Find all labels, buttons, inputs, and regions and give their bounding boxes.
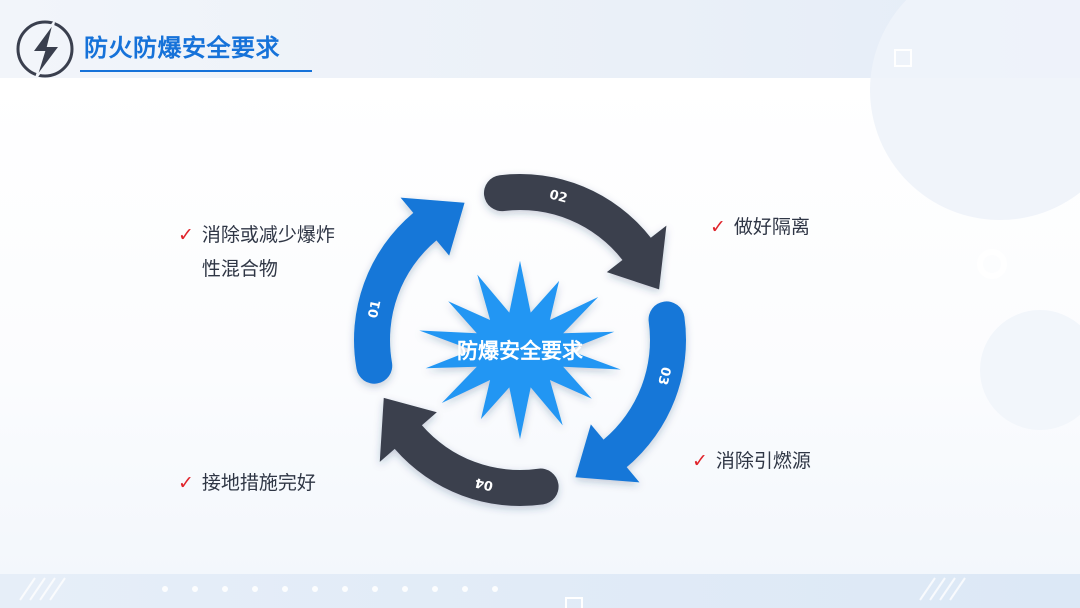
step-number-01: 01 (366, 299, 384, 320)
lightning-bolt-icon (16, 20, 74, 79)
cycle-arrow-02 (483, 174, 667, 290)
step-label-02: 做好隔离 (733, 216, 810, 238)
step-number-03: 03 (654, 365, 673, 386)
cycle-arrow-04 (379, 397, 559, 506)
step-number-04: 04 (474, 474, 495, 493)
title-underline (80, 70, 312, 72)
center-starburst (419, 260, 621, 440)
cycle-arrow-03 (575, 301, 686, 483)
center-label: 防爆安全要求 (457, 339, 583, 363)
step-item-02: ✓ 做好隔离 (710, 210, 810, 244)
page-title: 防火防爆安全要求 (84, 34, 280, 62)
cycle-arrow-01 (354, 197, 465, 384)
step-item-03: ✓ 消除引燃源 (692, 444, 811, 478)
check-mark-icon: ✓ (178, 472, 194, 494)
step-label-04: 接地措施完好 (201, 472, 316, 494)
step-label-01: 消除或减少爆炸 性混合物 (201, 224, 335, 280)
check-mark-icon: ✓ (710, 216, 726, 238)
check-mark-icon: ✓ (692, 450, 708, 472)
step-item-04: ✓ 接地措施完好 (178, 466, 316, 500)
footer-band (0, 574, 1080, 608)
step-item-01: ✓ 消除或减少爆炸 性混合物 (178, 218, 335, 286)
check-mark-icon: ✓ (178, 224, 194, 246)
step-label-03: 消除引燃源 (715, 450, 811, 472)
step-number-02: 02 (548, 187, 569, 206)
